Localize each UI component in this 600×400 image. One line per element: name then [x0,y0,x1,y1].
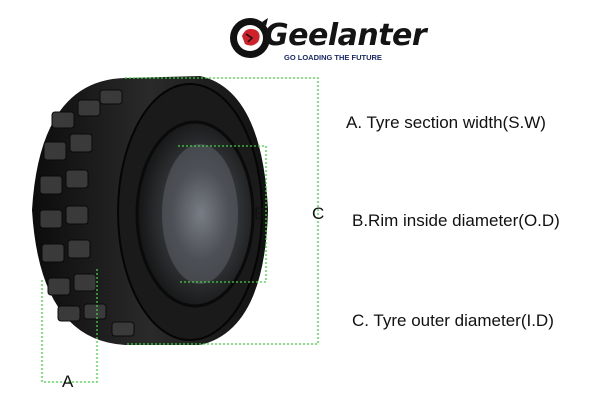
tyre-image [32,76,268,345]
legend-a-section-width: A. Tyre section width(S.W) [346,113,546,132]
rim-diameter-bracket [178,145,267,283]
brand-wordmark: Geelanter [264,18,427,53]
width-measure-bracket [41,268,98,383]
measurement-lines [41,77,319,383]
marker-b: B [254,204,266,223]
brand-logo: Geelanter GO LOADING THE FUTURE [228,12,427,64]
marker-a: A [62,372,74,391]
tiger-emblem-icon [230,18,270,58]
brand-tagline: GO LOADING THE FUTURE [284,53,382,62]
legend-c-outer-diameter: C. Tyre outer diameter(I.D) [352,311,554,330]
marker-c: C [312,204,325,223]
outer-diameter-bracket [125,77,319,345]
legend-b-rim-diameter: B.Rim inside diameter(O.D) [352,211,560,230]
